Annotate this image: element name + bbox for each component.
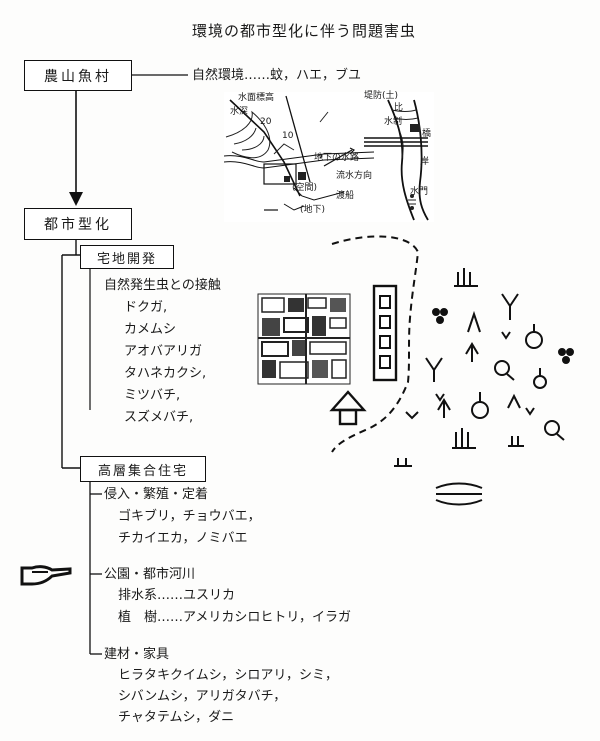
map-label: 10: [282, 131, 294, 141]
node-rural-village: 農山魚村: [24, 60, 132, 91]
map-label: 岸: [420, 157, 430, 167]
map-label: (空間): [292, 183, 318, 193]
highrise-group-line: ゴキブリ，チョウバエ，: [118, 509, 261, 524]
river-map-lines: [223, 95, 429, 221]
node-urbanization: 都市型化: [24, 208, 132, 240]
housing-heading: 自然発生虫との接触: [104, 278, 221, 293]
map-label: 20: [260, 117, 272, 127]
map-label: 渡船: [336, 191, 355, 201]
node-highrise-housing: 高層集合住宅: [80, 456, 206, 482]
housing-item: カメムシ: [124, 322, 177, 337]
city-block-map: [257, 293, 351, 385]
housing-item: スズメバチ,: [124, 410, 194, 425]
land-use-symbols: [394, 268, 574, 506]
map-label: 水深: [230, 107, 249, 117]
housing-item: アオバアリガ: [124, 344, 203, 359]
highrise-group-heading: 建材・家具: [104, 647, 170, 662]
urban-landscape-illustration: [257, 235, 574, 506]
housing-item: タハネカクシ,: [124, 366, 207, 381]
map-label: 比: [394, 103, 404, 113]
highrise-building-icon: [372, 284, 398, 382]
housing-item: ドクガ,: [124, 300, 168, 315]
page-title: 環境の都市型化に伴う問題害虫: [192, 22, 417, 40]
highrise-group-heading: 侵入・繁殖・定着: [104, 487, 209, 502]
highrise-group-line: チャタテムシ，ダニ: [118, 710, 235, 725]
map-label: 地下の水路: [314, 153, 360, 163]
river-map: 水面標高 水深 20 10 堤防(土) 比 水制 橋 地下の水路 流水方向 渡船…: [223, 91, 434, 222]
highrise-group-line: シバンムシ，アリガタバチ，: [118, 689, 287, 704]
highrise-group-heading: 公園・都市河川: [104, 567, 196, 582]
map-label: 水制: [384, 117, 403, 127]
map-label: 流水方向: [336, 171, 373, 181]
rural-environment-text: 自然環境……蚊，ハエ，ブユ: [192, 68, 362, 83]
house-icon: [329, 390, 367, 426]
node-housing-development: 宅地開発: [80, 245, 174, 269]
map-label: 堤防(土): [364, 91, 399, 101]
highrise-group-line: 排水系……ユスリカ: [118, 588, 236, 603]
highrise-group-line: ヒラタキクイムシ，シロアリ，シミ，: [118, 668, 338, 683]
map-label: 水門: [410, 187, 429, 197]
housing-item: ミツバチ,: [124, 388, 181, 403]
map-label: 橋: [422, 129, 432, 139]
pointing-hand-icon: [20, 565, 72, 586]
highrise-group-line: 植 樹……アメリカシロヒトリ，イラガ: [118, 610, 351, 625]
map-label: 水面標高: [238, 93, 275, 103]
map-label: (地下): [300, 205, 326, 215]
highrise-group-line: チカイエカ，ノミバエ: [118, 531, 248, 546]
